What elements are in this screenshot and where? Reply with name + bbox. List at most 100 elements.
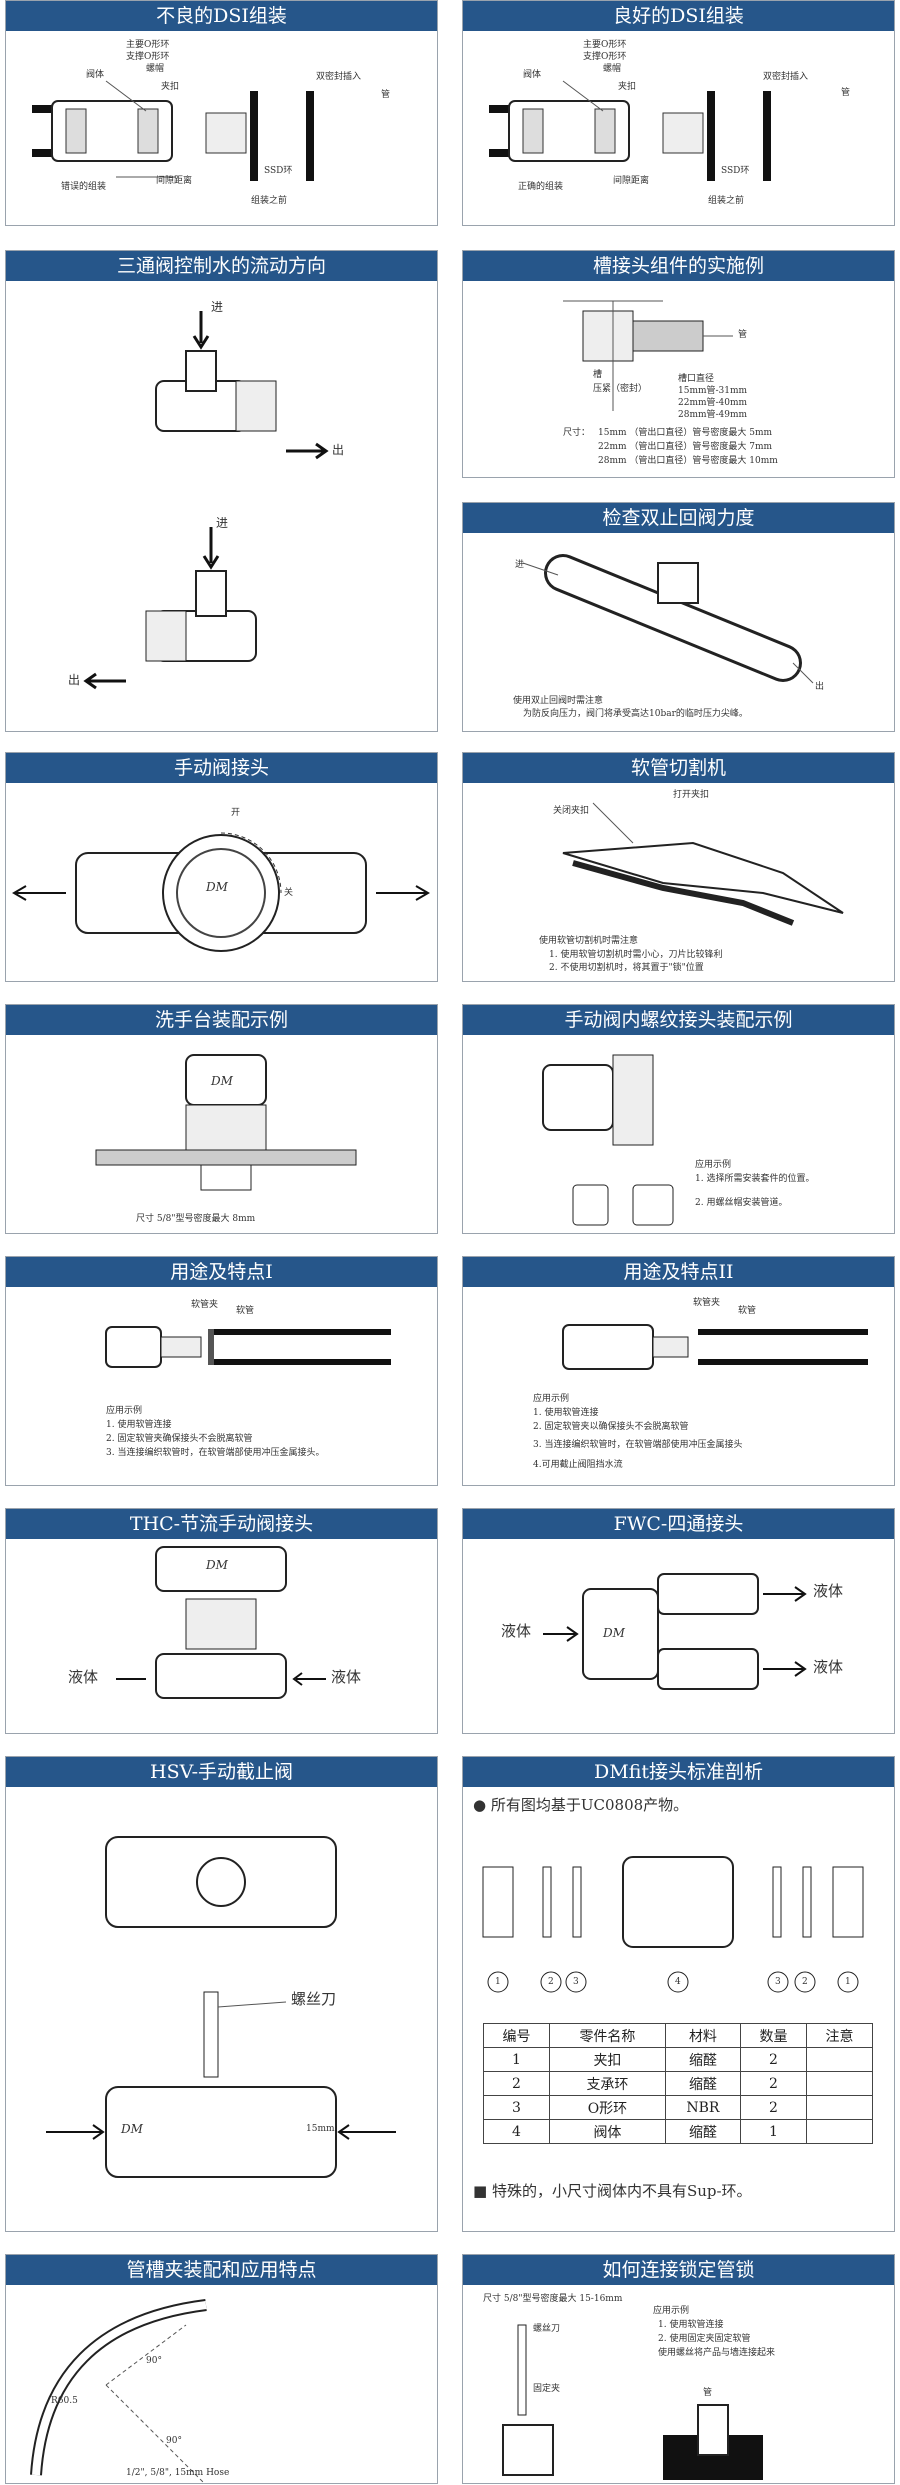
label-out: 出 (815, 682, 825, 692)
label-cap: 螺帽 (146, 64, 165, 74)
label-angle-2: 90° (166, 2436, 182, 2446)
app-title: 应用示例 (533, 1394, 570, 1404)
table-cell: 夹扣 (548, 2047, 666, 2072)
label-pipe: 管 (841, 88, 851, 98)
size-1: 15mm （管出口直径）管号密度最大 5mm (598, 428, 773, 438)
panel-title: THC-节流手动阀接头 (6, 1509, 437, 1539)
logo-text: DM (603, 1626, 625, 1640)
panel-title: 用途及特点II (463, 1257, 894, 1287)
groove-fitting-diagram (563, 300, 733, 411)
table-header: 材料 (664, 2023, 741, 2048)
panel-hsv: HSV-手动截止阀 螺丝刀 DM 15mm (5, 1756, 438, 2232)
panel-good-dsi: 良好的DSI组装 主要O形环 支撑O形环 螺帽 阀体 夹扣 双密封插入 管 SS… (462, 0, 895, 226)
check-valve-diagram (522, 554, 814, 684)
label-cap: 螺帽 (603, 64, 622, 74)
note-3: 3. 当连接编织软管时，在软管端部使用冲压金属接头。 (106, 1448, 325, 1458)
table-cell: 2 (483, 2071, 550, 2096)
table-header: 数量 (739, 2023, 807, 2048)
table-cell: O形环 (548, 2095, 666, 2120)
note-1: 1. 选择所需安装套件的位置。 (695, 1174, 815, 1184)
table-cell: 阀体 (548, 2119, 666, 2144)
panel-title: 软管切割机 (463, 753, 894, 783)
panel-title: HSV-手动截止阀 (6, 1757, 437, 1787)
panel-pipe-clip: 管槽夹装配和应用特点 R60.5 90° 90° 1/2", 5/8", 15m… (5, 2254, 438, 2484)
intro-text: ● 所有图均基于UC0808产物。 (473, 1796, 689, 1814)
table-cell: 缩醛 (664, 2071, 741, 2096)
label-hose-clip: 软管夹 (191, 1300, 219, 1310)
label-in-1: 进 (211, 300, 224, 314)
table-cell: 3 (483, 2095, 550, 2120)
panel-title: DMfit接头标准剖析 (463, 1757, 894, 1787)
logo-text: DM (206, 880, 228, 894)
label-open: 开 (231, 808, 241, 818)
manual-valve-diagram (12, 832, 430, 952)
note-1: 1. 使用软管连接 (106, 1420, 172, 1430)
label-groove: 槽 (593, 370, 603, 380)
table-cell (805, 2071, 874, 2096)
table-header: 编号 (483, 2023, 550, 2048)
label-support-o: 支撑O形环 (583, 52, 627, 62)
callout-5: 3 (775, 1977, 781, 1987)
label-left: 液体 (68, 1668, 99, 1686)
table-cell: NBR (664, 2095, 741, 2120)
parts-table: 编号 零件名称 材料 数量 注意 1 夹扣 缩醛 2 2 支承环 缩醛 2 (483, 2023, 874, 2144)
label-clip: 夹扣 (618, 82, 637, 92)
callout-6: 2 (802, 1977, 808, 1987)
callout-1: 1 (495, 1977, 501, 1987)
thc-diagram (116, 1546, 326, 1699)
panel-title: 不良的DSI组装 (6, 1, 437, 31)
table-cell: 支承环 (548, 2071, 666, 2096)
label-pipe: 管 (703, 2388, 713, 2398)
dsi-diagram-good (489, 80, 771, 181)
pipe-clip-diagram (30, 2299, 207, 2483)
table-header: 注意 (805, 2023, 874, 2048)
callout-4: 4 (675, 1977, 681, 1987)
label-in-2: 进 (216, 516, 229, 530)
panel-check-valve: 检查双止回阀力度 进 出 使用双止回阀时需注意 为防反向压力，阀门将承受高达10… (462, 502, 895, 732)
table-cell: 2 (739, 2095, 807, 2120)
label-gap: 间隙距离 (613, 176, 650, 186)
footer-note: ■ 特殊的，小尺寸阀体内不具有Sup-环。 (473, 2182, 752, 2200)
note-2: 2. 固定软管夹以确保接头不会脱离软管 (533, 1422, 689, 1432)
label-ssd: SSD环 (721, 166, 750, 176)
label-close: 关 (284, 888, 294, 898)
lock-clip-diagram (502, 2324, 763, 2480)
table-cell: 缩醛 (664, 2119, 741, 2144)
panel-basin-install: 洗手台装配示例 DM 尺寸 5/8"型号密度最大 8mm (5, 1004, 438, 1234)
label-hose: 软管 (738, 1306, 757, 1316)
table-row: 1 夹扣 缩醛 2 (483, 2047, 874, 2072)
label-before: 组装之前 (708, 196, 745, 206)
label-out-2: 液体 (813, 1658, 844, 1676)
diam-2: 22mm管-40mm (678, 398, 748, 408)
panel-three-way-valve: 三通阀控制水的流动方向 进 出 进 出 (5, 250, 438, 732)
label-out-1: 出 (332, 443, 345, 457)
label-pipe: 管 (381, 90, 391, 100)
label-out-1: 液体 (813, 1582, 844, 1600)
dim-note: 尺寸 5/8"型号密度最大 15-16mm (483, 2294, 623, 2304)
panel-title: 三通阀控制水的流动方向 (6, 251, 437, 281)
label-clip: 固定夹 (533, 2384, 561, 2394)
panel-feature-2: 用途及特点II 软管夹 软管 应用示例 1. 使用软管连接 2. 固定软管夹以确… (462, 1256, 895, 1486)
panel-title: 用途及特点I (6, 1257, 437, 1287)
note-4: 4.可用截止阀阻挡水流 (533, 1460, 623, 1470)
note-3: 使用螺丝将产品与墙连接起来 (658, 2348, 776, 2358)
label-open-clip: 打开夹扣 (673, 790, 710, 800)
logo-text: DM (121, 2122, 143, 2136)
label-tube: 管 (738, 330, 748, 340)
label-close-clip: 关闭夹扣 (553, 806, 590, 816)
app-title: 应用示例 (695, 1160, 732, 1170)
app-title: 应用示例 (106, 1406, 143, 1416)
table-cell: 4 (483, 2119, 550, 2144)
table-row: 3 O形环 NBR 2 (483, 2095, 874, 2120)
label-hose-clip: 软管夹 (693, 1298, 721, 1308)
table-row: 2 支承环 缩醛 2 (483, 2071, 874, 2096)
fwc-diagram (543, 1573, 807, 1690)
label-diam: 槽口直径 (678, 374, 715, 384)
table-cell: 缩醛 (664, 2047, 741, 2072)
label-clip: 夹扣 (161, 82, 180, 92)
panel-title: 洗手台装配示例 (6, 1005, 437, 1035)
callout-2: 2 (548, 1977, 554, 1987)
size-label: 15mm (306, 2124, 335, 2134)
label-gap: 间隙距离 (156, 176, 193, 186)
note-2: 2. 用螺丝帽安装管道。 (695, 1198, 788, 1208)
